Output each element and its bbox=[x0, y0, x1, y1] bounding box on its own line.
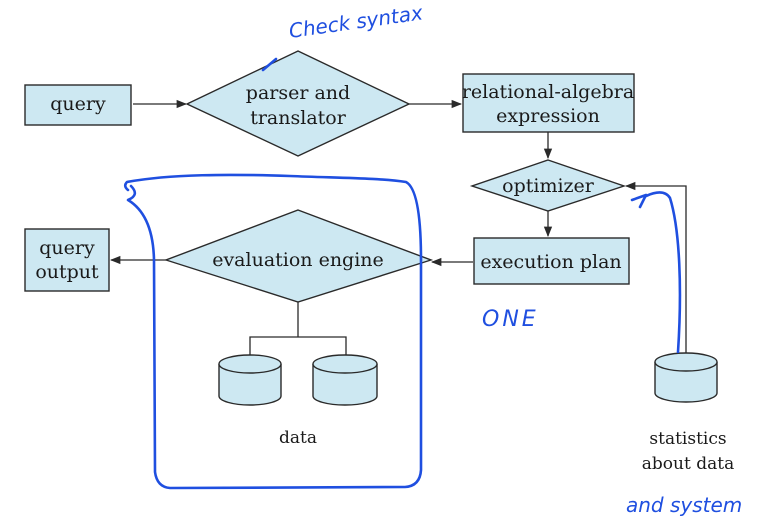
node-parser-label-2: translator bbox=[250, 107, 347, 129]
data-cylinder-left bbox=[218, 354, 282, 406]
node-evaluation-engine: evaluation engine bbox=[163, 209, 434, 303]
node-evaluation-engine-label: evaluation engine bbox=[212, 249, 384, 271]
node-optimizer: optimizer bbox=[469, 159, 627, 212]
node-relalg-label-1: relational-algebra bbox=[462, 81, 634, 103]
node-query-output-label-1: query bbox=[39, 237, 95, 259]
data-cylinder-right bbox=[312, 354, 378, 406]
node-execution-plan-label: execution plan bbox=[480, 251, 621, 273]
node-optimizer-label: optimizer bbox=[502, 175, 595, 197]
node-query: query bbox=[24, 84, 132, 126]
edge-data-branch bbox=[249, 336, 347, 355]
annotation-one: ONE bbox=[482, 307, 539, 332]
annotation-check-syntax: Check syntax bbox=[287, 0, 424, 43]
node-parser-label-1: parser and bbox=[246, 82, 350, 104]
connectors bbox=[109, 99, 687, 355]
statistics-label-2: about data bbox=[642, 454, 734, 474]
statistics-cylinder bbox=[654, 352, 718, 403]
statistics-label-1: statistics bbox=[649, 429, 726, 449]
data-label: data bbox=[279, 428, 317, 448]
annotation-optimizer-arrow bbox=[630, 191, 682, 354]
annotation-evaluation-frame bbox=[123, 173, 423, 490]
node-query-label: query bbox=[50, 93, 106, 115]
edge-statistics-to-optimizer bbox=[624, 181, 687, 353]
node-parser-translator: parser and translator bbox=[185, 50, 411, 157]
annotation-and-system: and system bbox=[626, 493, 742, 517]
annotation-check-tick bbox=[261, 57, 278, 72]
node-query-output: query output bbox=[24, 228, 110, 292]
node-query-output-label-2: output bbox=[35, 261, 99, 283]
node-execution-plan: execution plan bbox=[473, 237, 630, 285]
node-relalg-label-2: expression bbox=[496, 105, 600, 127]
node-relational-algebra: relational-algebra expression bbox=[462, 73, 635, 133]
